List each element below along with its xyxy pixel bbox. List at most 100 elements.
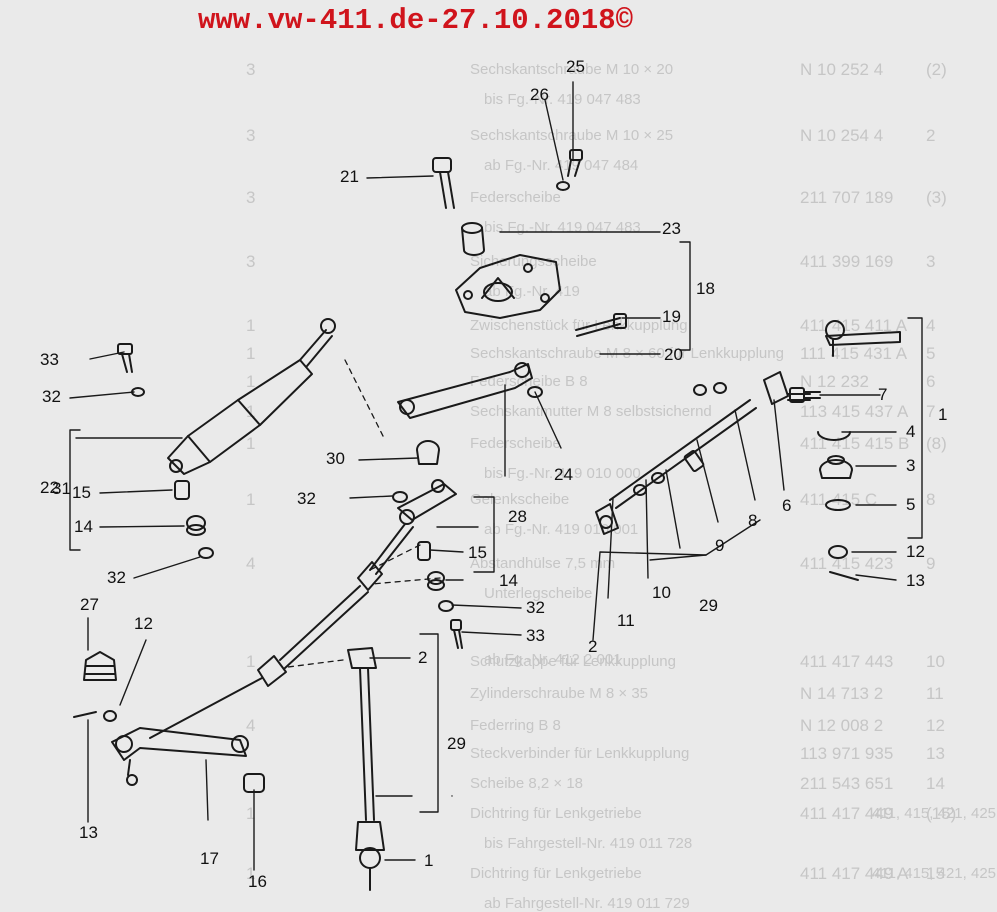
row-model-note: 411, 415, 421, 425, 40 (872, 805, 997, 822)
callout-1: 1 (424, 851, 434, 870)
callout-27: 27 (80, 595, 99, 614)
row-description: Gelenkscheibe (470, 491, 570, 508)
row-description: Sechskantschraube M 10 × 20 (470, 61, 674, 78)
row-position: 15 (926, 864, 945, 883)
callout-20: 20 (664, 345, 683, 364)
row-position: 10 (926, 652, 945, 671)
row-description: Sechskantmutter M 8 selbstsichernd (470, 403, 712, 420)
nut-32-lower (438, 600, 454, 612)
cap-4-drawing (817, 431, 851, 441)
mounting-plate-18 (455, 254, 561, 319)
row-description: Zwischenstück für Lenkkupplung (470, 317, 688, 334)
callout-32: 32 (526, 598, 545, 617)
callout-25: 25 (566, 57, 585, 76)
row-part-number: 411 399 169 (800, 252, 894, 271)
screw-33-lower (450, 619, 463, 649)
callout-12: 12 (134, 614, 153, 633)
tie-rod-1-drawing (347, 647, 385, 891)
dashed-guides (287, 359, 441, 668)
row-part-number: 411 417 449 A (800, 864, 909, 883)
callout-14: 14 (74, 517, 93, 536)
row-subnote: bis Fg.-Nr. 419 047 483 (484, 91, 641, 108)
callout-3: 3 (906, 456, 916, 475)
callout-4: 4 (906, 422, 916, 441)
row-subnote: bis Fahrgestell-Nr. 419 011 728 (484, 835, 693, 852)
row-description: Federring B 8 (470, 717, 561, 734)
callout-15: 15 (468, 543, 487, 562)
row-quantity: 1 (246, 402, 256, 421)
row-position: 2 (926, 126, 936, 145)
row-position: 12 (926, 716, 945, 735)
callout-16: 16 (248, 872, 267, 891)
nut-12-drawing (828, 545, 848, 559)
callout-14: 14 (499, 571, 518, 590)
row-part-number: N 10 254 4 (800, 126, 884, 145)
callout-29: 29 (699, 596, 718, 615)
callout-33: 33 (40, 350, 59, 369)
nut-16-drawing (243, 773, 265, 793)
row-description: Schutzkappe für Lenkkupplung (470, 653, 676, 670)
callout-32: 32 (107, 568, 126, 587)
row-quantity: 3 (246, 188, 256, 207)
row-part-number: 411 417 443 (800, 652, 894, 671)
callout-31: 31 (52, 479, 71, 498)
nut-32-left (198, 547, 214, 559)
row-description: Federscheibe (470, 435, 561, 452)
callout-13: 13 (906, 571, 925, 590)
bushing-14-left (186, 515, 206, 536)
steering-shaft-drawing (595, 371, 811, 535)
row-quantity: 1 (246, 864, 256, 883)
callout-32: 32 (297, 489, 316, 508)
row-part-number: 211 543 651 (800, 774, 894, 793)
callout-9: 9 (715, 536, 725, 555)
row-position: 3 (926, 252, 936, 271)
row-part-number: 411 415 423 (800, 554, 894, 573)
bolt-19-drawing (575, 313, 627, 337)
row-part-number: 411 417 449 (800, 804, 894, 823)
callout-26: 26 (530, 85, 549, 104)
row-subnote: Unterlegscheibe (484, 585, 593, 602)
row-description: Dichtring für Lenkgetriebe (470, 865, 642, 882)
row-part-number: N 12 008 2 (800, 716, 884, 735)
row-quantity: 3 (246, 252, 256, 271)
ring-5-drawing (825, 499, 851, 511)
idler-arm-drawing (397, 362, 543, 419)
pitman-arm-17-drawing (111, 727, 249, 786)
row-description: Abstandhülse 7,5 mm (470, 555, 616, 572)
callout-22: 22 (40, 478, 59, 497)
leader-lines (69, 81, 897, 871)
callout-1: 1 (938, 405, 948, 424)
callout-10: 10 (652, 583, 671, 602)
row-quantity: 1 (246, 344, 256, 363)
callout-30: 30 (326, 449, 345, 468)
row-part-number: N 12 232 (800, 372, 869, 391)
callout-29: 29 (447, 734, 466, 753)
tie-rod-28-drawing (149, 479, 457, 739)
callout-8: 8 (748, 511, 758, 530)
callout-23: 23 (662, 219, 681, 238)
row-quantity: 1 (246, 490, 256, 509)
row-position: (15) (926, 804, 957, 823)
callout-18: 18 (696, 279, 715, 298)
row-position: 14 (926, 774, 945, 793)
row-part-number: N 14 713 2 (800, 684, 884, 703)
bushing-23-drawing (461, 222, 485, 256)
callout-21: 21 (340, 167, 359, 186)
row-subnote: bis Fg.-Nr. 419 010 000 (484, 465, 641, 482)
row-quantity: 4 (246, 716, 256, 735)
row-quantity: 1 (246, 652, 256, 671)
row-part-number: 111 415 431 A (800, 344, 908, 363)
row-model-note: 411, 415, 421, 425, 40 (872, 865, 997, 882)
row-position: 13 (926, 744, 945, 763)
row-quantity: 3 (246, 126, 256, 145)
row-quantity: 1 (246, 434, 256, 453)
row-subnote: ab Fg.-Nr. 419 (484, 283, 580, 300)
row-part-number: 113 415 437 A (800, 402, 909, 421)
callout-6: 6 (782, 496, 792, 515)
row-position: (2) (926, 60, 947, 79)
row-quantity: 3 (246, 60, 256, 79)
bushing-15-center (417, 541, 431, 561)
callout-17: 17 (200, 849, 219, 868)
screw-25-drawing (556, 149, 583, 191)
boot-27-drawing (83, 651, 117, 681)
